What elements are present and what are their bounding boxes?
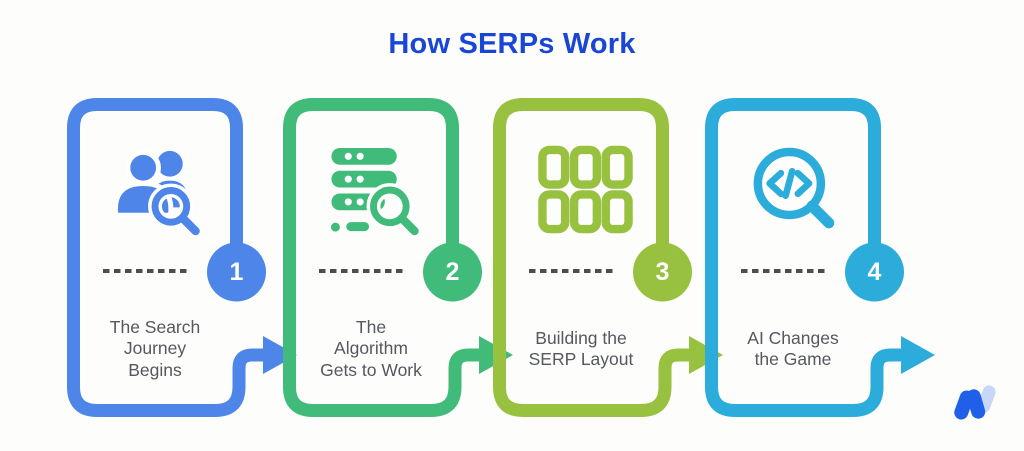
- step-label: The Algorithm Gets to Work: [320, 316, 422, 380]
- dashed-divider: [741, 269, 829, 273]
- dashed-divider: [529, 269, 617, 273]
- step-number-circle: [845, 242, 904, 302]
- step-card-2: 2 The Algorithm Gets to Work: [283, 98, 519, 418]
- step-number-circle: [633, 242, 692, 302]
- step-card-1: 1 The Search Journey Begins: [67, 98, 303, 418]
- card-outline-arrow: [67, 98, 297, 417]
- arrow-right-icon: [901, 336, 935, 374]
- step-label: The Search Journey Begins: [109, 316, 201, 380]
- page-title: How SERPs Work: [388, 28, 636, 60]
- dashed-divider: [103, 269, 191, 273]
- step-number-circle: [423, 242, 482, 302]
- step-number: 4: [867, 257, 882, 286]
- grid-layout-icon: [533, 144, 633, 238]
- step-number: 2: [445, 257, 460, 286]
- card-outline-arrow: [283, 98, 513, 417]
- w-logo: [952, 384, 1004, 426]
- step-label: AI Changes the Game: [747, 327, 839, 370]
- code-search-icon: [745, 144, 845, 238]
- dashed-divider: [319, 269, 407, 273]
- arrow-right-icon: [263, 336, 297, 374]
- card-outline-arrow: [705, 98, 935, 417]
- step-number: 3: [655, 257, 670, 286]
- users-search-icon: [107, 144, 207, 238]
- step-number-circle: [207, 242, 266, 302]
- step-number: 1: [229, 257, 244, 286]
- step-card-3: 3 Building the SERP Layout: [493, 98, 729, 418]
- step-card-4: 4 AI Changes the Game: [705, 98, 941, 418]
- step-label: Building the SERP Layout: [528, 327, 634, 370]
- server-search-icon: [323, 144, 423, 238]
